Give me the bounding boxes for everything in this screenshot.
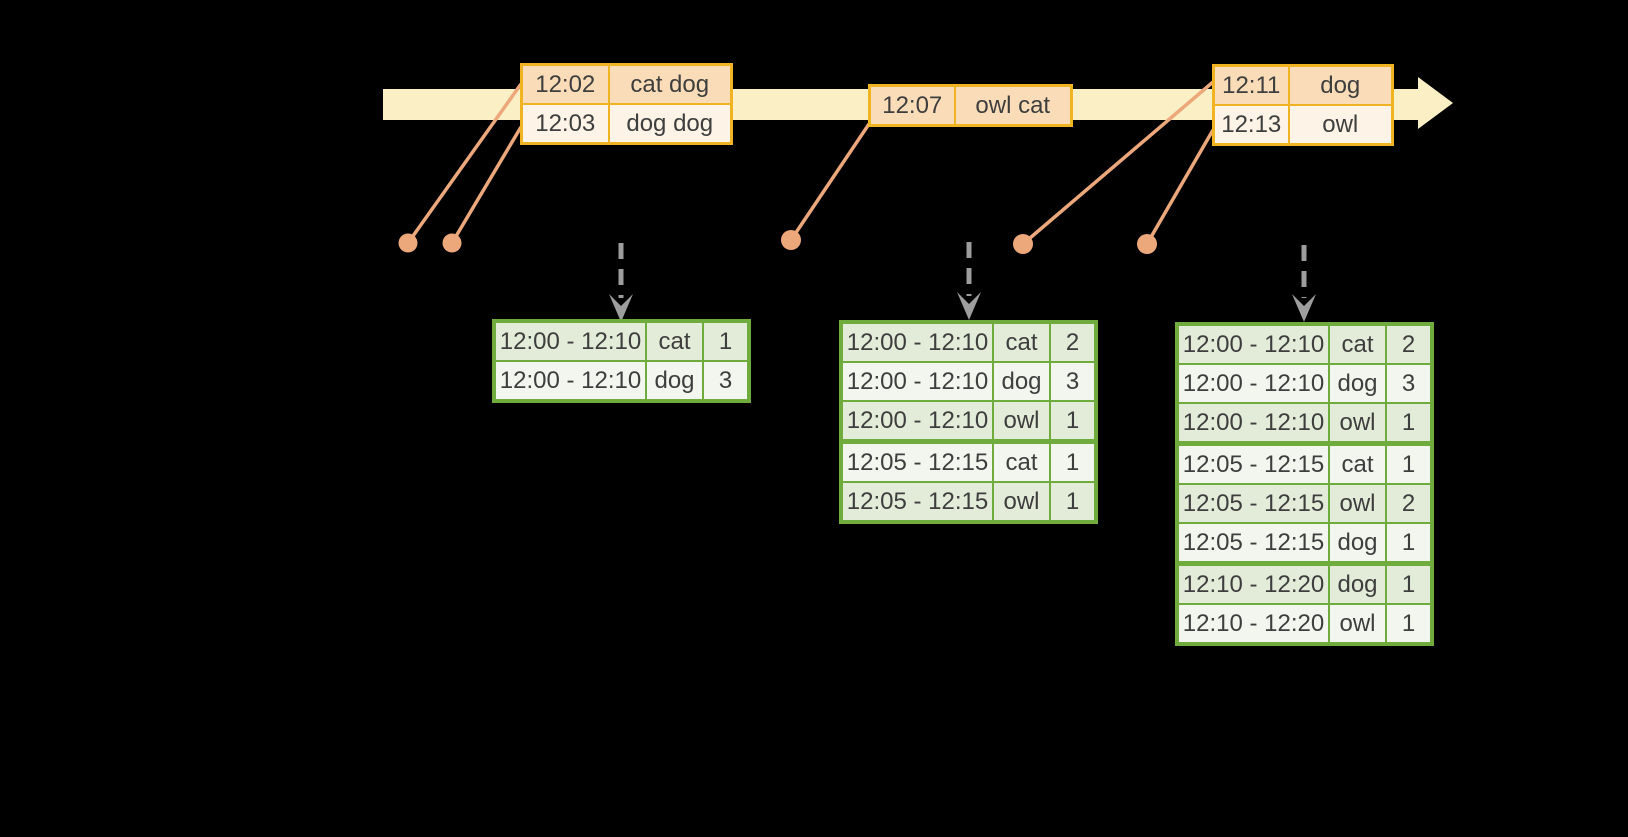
timeline-arrowhead-icon — [1418, 77, 1453, 129]
word-cell: cat — [992, 321, 1051, 363]
down-arrow-icon — [609, 294, 633, 322]
event-marker-dots — [398, 230, 1157, 254]
window-cell: 12:05 - 12:15 — [840, 439, 994, 483]
window-cell: 12:05 - 12:15 — [840, 481, 994, 523]
window-cell: 12:00 - 12:10 — [493, 320, 647, 362]
count-cell: 1 — [702, 320, 750, 362]
window-cell: 12:00 - 12:10 — [840, 321, 994, 363]
event-marker-dot — [1013, 234, 1033, 254]
window-cell: 12:00 - 12:10 — [840, 361, 994, 402]
time-cell: 12:02 — [520, 63, 610, 105]
count-cell: 1 — [1385, 522, 1433, 565]
word-cell: owl — [1328, 483, 1387, 524]
word-cell: dog — [1328, 522, 1387, 565]
event-connector-line — [450, 126, 523, 244]
window-cell: 12:10 - 12:20 — [1176, 561, 1330, 605]
event-marker-dot — [1137, 234, 1157, 254]
count-cell: 1 — [1385, 561, 1433, 605]
window-cell: 12:00 - 12:10 — [1176, 323, 1330, 365]
count-cell: 3 — [1049, 361, 1097, 402]
word-cell: owl — [992, 400, 1051, 443]
words-cell: owl — [1287, 104, 1394, 146]
event-connector-line — [789, 123, 871, 241]
window-cell: 12:05 - 12:15 — [1176, 483, 1330, 524]
word-cell: cat — [645, 320, 704, 362]
time-cell: 12:13 — [1212, 104, 1290, 146]
time-cell: 12:11 — [1212, 64, 1290, 106]
event-marker-dot — [781, 230, 801, 250]
word-cell: dog — [1328, 561, 1387, 605]
word-cell: owl — [1328, 402, 1387, 445]
word-cell: dog — [992, 361, 1051, 402]
event-connector-line — [406, 82, 523, 245]
word-cell: cat — [1328, 441, 1387, 485]
window-cell: 12:00 - 12:10 — [1176, 402, 1330, 445]
event-connector-line — [1145, 129, 1215, 245]
window-cell: 12:10 - 12:20 — [1176, 603, 1330, 645]
count-cell: 2 — [1049, 321, 1097, 363]
trigger-arrows — [609, 242, 1316, 322]
count-cell: 2 — [1385, 323, 1433, 365]
count-cell: 3 — [702, 360, 750, 402]
word-cell: owl — [1328, 603, 1387, 645]
word-cell: owl — [992, 481, 1051, 523]
event-marker-dot — [442, 233, 462, 253]
event-connector-line — [1021, 80, 1215, 246]
window-cell: 12:00 - 12:10 — [1176, 363, 1330, 404]
down-arrow-icon — [1292, 294, 1316, 322]
window-cell: 12:05 - 12:15 — [1176, 441, 1330, 485]
count-cell: 1 — [1385, 402, 1433, 445]
window-cell: 12:00 - 12:10 — [493, 360, 647, 402]
count-cell: 1 — [1049, 400, 1097, 443]
event-connector-lines — [406, 80, 1215, 246]
count-cell: 1 — [1385, 603, 1433, 645]
window-cell: 12:00 - 12:10 — [840, 400, 994, 443]
down-arrow-icon — [957, 292, 981, 320]
count-cell: 1 — [1049, 481, 1097, 523]
word-cell: dog — [645, 360, 704, 402]
count-cell: 3 — [1385, 363, 1433, 404]
words-cell: dog — [1287, 64, 1394, 106]
window-cell: 12:05 - 12:15 — [1176, 522, 1330, 565]
count-cell: 1 — [1385, 441, 1433, 485]
time-cell: 12:03 — [520, 103, 610, 145]
event-marker-dot — [398, 233, 418, 253]
words-cell: owl cat — [953, 84, 1073, 127]
words-cell: cat dog — [607, 63, 733, 105]
count-cell: 2 — [1385, 483, 1433, 524]
word-cell: cat — [992, 439, 1051, 483]
time-cell: 12:07 — [868, 84, 956, 127]
word-cell: dog — [1328, 363, 1387, 404]
count-cell: 1 — [1049, 439, 1097, 483]
words-cell: dog dog — [607, 103, 733, 145]
word-cell: cat — [1328, 323, 1387, 365]
